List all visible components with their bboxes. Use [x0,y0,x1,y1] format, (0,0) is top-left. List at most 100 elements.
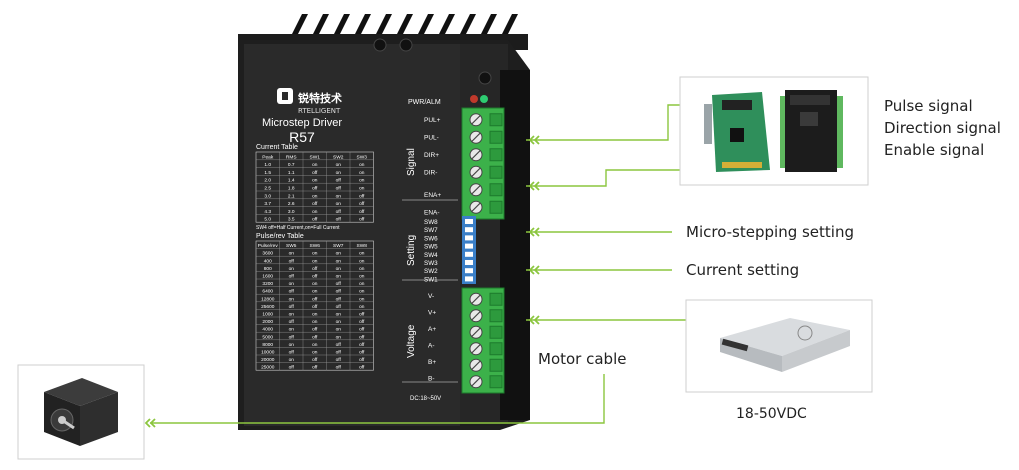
pulse-wire [526,104,680,141]
table-cell: 800 [264,266,272,272]
switch-label: SW7 [424,227,438,234]
table-cell: 10000 [261,350,275,356]
table-cell: off [336,281,342,287]
table-cell: on [336,163,342,168]
power-terminal-label: B+ [428,359,436,366]
table-cell: 5.0 [264,217,271,223]
chevron-left-icon [144,418,156,428]
power-terminal-clamp [489,325,503,339]
table-cell: on [336,320,342,325]
table-cell: on [336,252,342,257]
table-cell: 25600 [261,304,275,310]
table-cell: on [289,343,295,348]
table-cell: 2000 [262,319,273,325]
table-cell: off [359,350,365,356]
table-cell: 1000 [262,312,273,318]
table-cell: 4000 [262,327,273,333]
dc-range-label: DC:18~50V [410,396,441,402]
motor-wire [150,374,605,424]
table-cell: 4.3 [264,209,271,215]
table-cell: off [312,186,318,192]
pulse-table-title: Pulse/rev Table [256,233,304,240]
table-cell: on [359,179,365,184]
signal-terminal-block [461,107,505,220]
table-cell: on [336,335,342,340]
signal-terminal-label: PUL+ [424,117,441,124]
controller-image [679,76,869,186]
arrow-chevrons [144,135,540,428]
dip-switch-toggle [465,243,473,249]
table-cell: 25000 [261,365,275,371]
table-cell: off [289,304,295,310]
heatsink-fin [376,14,392,34]
table-cell: off [359,327,365,333]
heatsink-fin [355,14,371,34]
chevron-left-icon [528,315,540,325]
heatsink-fin [313,14,329,34]
table-cell: off [312,201,318,207]
table-cell: on [336,171,342,176]
product-name: Microstep Driver [262,117,342,129]
power-terminal-clamp [489,309,503,323]
switch-label: SW8 [424,219,438,226]
table-cell: off [359,357,365,363]
table-cell: off [289,274,295,280]
power-terminal-label: V- [428,293,434,300]
stepper-motor-image [17,364,145,460]
table-cell: off [312,296,318,302]
signal-terminal-label: ENA+ [424,192,441,199]
signal-terminal-label: DIR+ [424,152,439,159]
table-header-cell: SW2 [333,154,344,160]
table-cell: 1600 [262,274,273,280]
driver-labels: 锐特技术 RTELLIGENT Microstep Driver R57 PWR… [256,91,441,402]
table-cell: 6400 [262,289,273,295]
power-terminal-clamp [489,292,503,306]
table-cell: on [336,259,342,264]
table-cell: 20000 [261,357,275,363]
table-cell: off [312,170,318,176]
table-cell: on [359,305,365,310]
switch-label: SW2 [424,268,438,275]
table-cell: on [359,171,365,176]
power-terminal-label: V+ [428,310,436,317]
heatsink-fin [397,14,413,34]
table-cell: on [289,282,295,287]
table-cell: off [336,217,342,223]
power-supply-image [685,299,873,393]
table-cell: 2.1 [288,193,295,199]
table-cell: off [336,289,342,295]
table-header-cell: SW5 [286,243,297,249]
table-header-cell: SW1 [310,154,321,160]
table-cell: off [312,274,318,280]
table-cell: off [359,217,365,223]
table-cell: on [359,290,365,295]
chevron-left-icon [528,265,540,275]
table-cell: 3.0 [264,193,271,199]
table-cell: off [312,266,318,272]
signal-terminal-label: PUL- [424,135,439,142]
table-cell: 1.4 [288,178,295,184]
dip-switch-toggle [465,268,473,274]
power-terminal-label: A+ [428,326,436,333]
table-cell: off [359,365,365,371]
signal-terminal-label: ENA- [424,210,440,217]
table-cell: off [359,312,365,318]
sw4-note: SW4 off=Half Current,on=Full Current [256,225,340,231]
table-cell: off [336,365,342,371]
switch-label: SW4 [424,252,438,259]
table-cell: on [312,313,318,318]
brand-cn: 锐特技术 [298,91,342,105]
table-cell: off [336,357,342,363]
table-cell: on [289,328,295,333]
table-cell: on [312,351,318,356]
heatsink-fin [481,14,497,34]
table-cell: 8000 [262,342,273,348]
table-cell: on [359,282,365,287]
table-cell: 1.0 [264,162,271,168]
table-cell: 3.7 [264,201,271,207]
table-cell: off [289,319,295,325]
heatsink-fin [460,14,476,34]
dip-switch-toggle [465,235,473,241]
dip-switch-block [462,216,476,284]
